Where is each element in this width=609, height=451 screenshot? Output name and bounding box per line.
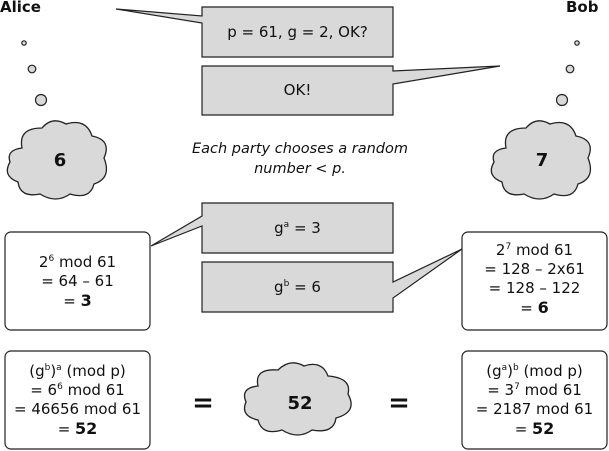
bob-name: Bob xyxy=(566,0,599,16)
calc-line: = 66 mod 61 xyxy=(30,381,125,399)
calc-line: = 2187 mod 61 xyxy=(475,400,594,418)
alice-secret-value: 6 xyxy=(53,150,67,171)
calc-line: = 37 mod 61 xyxy=(487,381,582,399)
bob-shared-calc: (ga)b (mod p) = 37 mod 61 = 2187 mod 61 … xyxy=(462,362,607,439)
alice-name: Alice xyxy=(0,0,41,16)
thought-dot-small xyxy=(21,40,27,46)
note-line-1: Each party chooses a random xyxy=(191,141,409,157)
thought-dot-large xyxy=(34,93,48,107)
alice-public-box xyxy=(4,231,151,331)
note-text: Each party chooses a random number < p. xyxy=(150,139,450,179)
calc-line: = 3 xyxy=(63,291,92,310)
message-balloon-3 xyxy=(150,202,394,254)
bob-shared-box xyxy=(461,350,608,450)
message-balloon-1 xyxy=(115,6,394,58)
calc-line: = 52 xyxy=(57,419,98,438)
alice-public-calc: 26 mod 61 = 64 – 61 = 3 xyxy=(5,253,150,311)
message-balloon-2 xyxy=(201,65,501,116)
shared-key-cloud xyxy=(243,362,352,436)
thought-dot-small xyxy=(574,40,580,46)
calc-line: 26 mod 61 xyxy=(38,253,117,271)
alice-secret-cloud xyxy=(6,120,108,200)
bob-secret-value: 7 xyxy=(535,150,549,171)
shared-key-value: 52 xyxy=(287,393,313,414)
calc-line: 27 mod 61 xyxy=(495,241,574,259)
note-line-2: number < p. xyxy=(254,161,346,177)
message-4-text: gb = 6 xyxy=(274,278,321,296)
alice-shared-calc: (gb)a (mod p) = 66 mod 61 = 46656 mod 61… xyxy=(5,362,150,439)
message-3-text: ga = 3 xyxy=(274,219,321,237)
calc-line: = 6 xyxy=(520,298,549,317)
bob-public-box xyxy=(461,231,608,331)
alice-shared-box xyxy=(4,350,151,450)
equals-sign-right: = xyxy=(388,388,410,418)
calc-line: = 52 xyxy=(514,419,555,438)
bob-public-calc: 27 mod 61 = 128 – 2x61 = 128 – 122 = 6 xyxy=(462,241,607,318)
message-1-text: p = 61, g = 2, OK? xyxy=(227,23,368,41)
calc-line: = 64 – 61 xyxy=(41,272,114,290)
thought-dot-large xyxy=(555,93,569,107)
calc-line: = 128 – 122 xyxy=(488,279,581,297)
thought-dot-medium xyxy=(565,64,575,74)
calc-line: = 46656 mod 61 xyxy=(14,400,141,418)
bob-secret-cloud xyxy=(490,120,592,200)
calc-line: (gb)a (mod p) xyxy=(29,362,126,380)
message-2-text: OK! xyxy=(283,81,312,99)
thought-dot-medium xyxy=(27,64,37,74)
message-balloon-4 xyxy=(201,248,463,313)
calc-line: = 128 – 2x61 xyxy=(484,260,585,278)
calc-line: (ga)b (mod p) xyxy=(486,362,583,380)
equals-sign-left: = xyxy=(192,388,214,418)
